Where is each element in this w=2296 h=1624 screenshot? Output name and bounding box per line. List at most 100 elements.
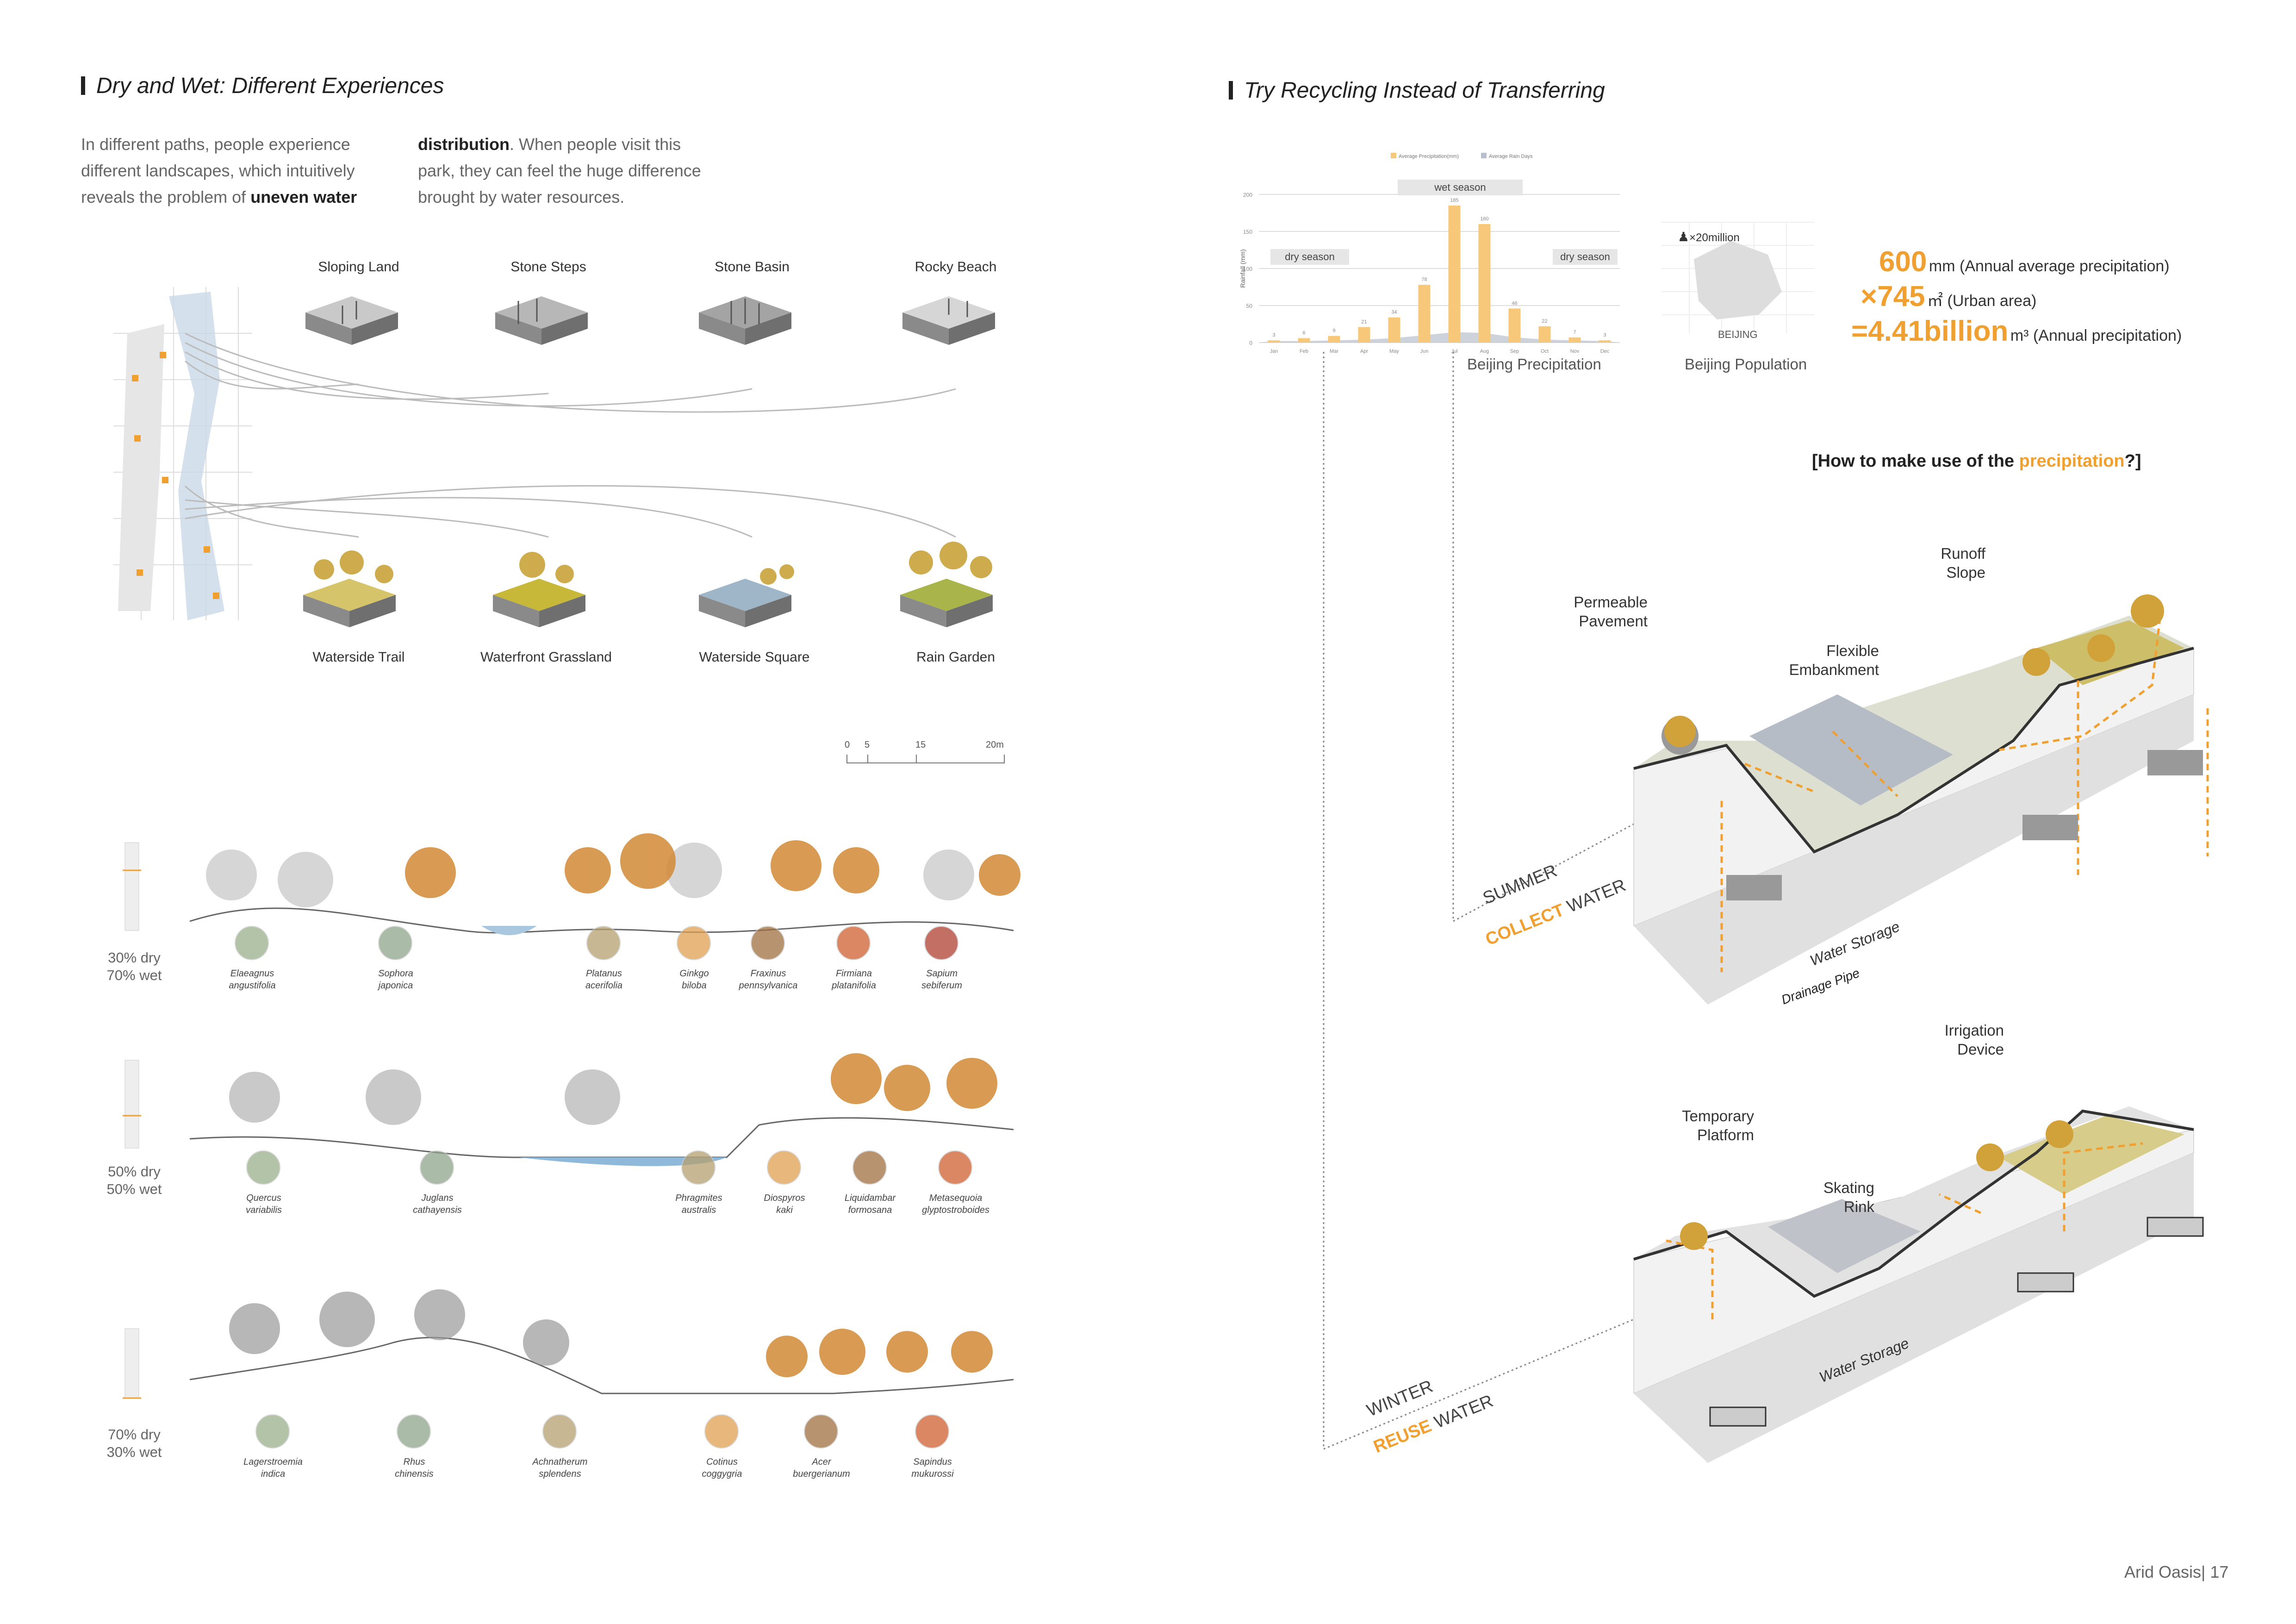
precip-bar <box>1448 206 1461 343</box>
path-connector-lines <box>184 332 956 538</box>
legend-label: Average Rain Days <box>1489 154 1533 159</box>
population-caption: Beijing Population <box>1685 356 1807 373</box>
species-icon <box>681 1150 716 1185</box>
precip-bar <box>1478 224 1491 343</box>
bar-value-label: 7 <box>1573 330 1576 335</box>
section-key-3 <box>123 1328 141 1399</box>
intro-column-1: In different paths, people experience di… <box>81 135 357 206</box>
legend-swatch-days <box>1481 153 1487 158</box>
species-icon <box>804 1414 838 1449</box>
landscape-type-thumbnails <box>303 296 995 627</box>
title-marker <box>1229 81 1233 100</box>
x-tick-label: Jun <box>1420 349 1429 354</box>
season-box <box>1553 249 1618 265</box>
stat-area: ×745 ㎡ (Urban area) <box>1860 281 2037 312</box>
wet-type-waterside-trail: Waterside Trail <box>312 650 405 665</box>
section-2-elevation <box>189 1053 1014 1166</box>
dry-type-rocky-beach: Rocky Beach <box>915 259 997 275</box>
scale-5: 5 <box>865 740 870 750</box>
y-tick-label: 150 <box>1243 229 1252 235</box>
left-title: Dry and Wet: Different Experiences <box>81 73 444 99</box>
scale-20m: 20m <box>986 740 1004 750</box>
chart-caption: Beijing Precipitation <box>1467 356 1601 373</box>
species-icon <box>836 926 871 960</box>
bar-value-label: 185 <box>1450 198 1458 203</box>
stat-precipitation: 600 mm (Annual average precipitation) <box>1879 246 2170 278</box>
season-annotation: wet season <box>1434 181 1486 193</box>
wet-type-waterfront-grassland: Waterfront Grassland <box>480 650 612 665</box>
person-icon: ♟ <box>1678 230 1690 244</box>
population-multiplier: ♟×20million <box>1678 230 1740 244</box>
site-plan-map <box>113 287 252 620</box>
y-tick-label: 50 <box>1246 303 1253 309</box>
x-tick-label: Sep <box>1510 349 1519 354</box>
species-icon <box>677 926 711 960</box>
species-icon <box>246 1150 280 1185</box>
precip-bar <box>1568 337 1581 343</box>
season-annotation: dry season <box>1285 251 1335 262</box>
species-icon <box>542 1414 577 1449</box>
rain-days-area <box>1259 332 1620 343</box>
scale-15: 15 <box>915 740 926 750</box>
season-box <box>1270 249 1349 265</box>
bar-value-label: 160 <box>1480 216 1488 222</box>
species-icon <box>255 1414 290 1449</box>
y-tick-label: 0 <box>1249 340 1252 346</box>
species-icon <box>586 926 621 960</box>
summer-collect-diagram <box>1633 594 2209 1005</box>
species-icon <box>420 1150 454 1185</box>
bar-value-label: 21 <box>1361 319 1367 325</box>
x-tick-label: Mar <box>1330 349 1338 354</box>
beijing-map <box>1661 222 1814 333</box>
x-tick-label: May <box>1389 349 1399 354</box>
winter-reuse-diagram <box>1633 1106 2204 1463</box>
species-icon <box>704 1414 739 1449</box>
species-icon <box>235 926 269 960</box>
precip-bar <box>1388 317 1400 343</box>
precip-bar <box>1538 326 1551 343</box>
species-icon <box>915 1414 949 1449</box>
precip-bar <box>1298 338 1310 343</box>
x-tick-label: Jan <box>1270 349 1278 354</box>
species-icon <box>767 1150 801 1185</box>
x-tick-label: Apr <box>1360 349 1368 354</box>
section-1-elevation <box>189 833 1020 935</box>
section-key-2 <box>123 1060 141 1149</box>
question-heading: [How to make use of the precipitation?] <box>1812 451 2141 471</box>
y-tick-label: 200 <box>1243 192 1252 198</box>
precip-bar <box>1328 336 1340 343</box>
precip-bar <box>1268 340 1280 343</box>
dry-type-sloping-land: Sloping Land <box>318 259 399 275</box>
bar-value-label: 9 <box>1332 328 1335 334</box>
species-icon <box>852 1150 887 1185</box>
precip-bar <box>1418 285 1431 343</box>
x-tick-label: Aug <box>1480 349 1489 354</box>
species-icon <box>751 926 785 960</box>
bar-value-label: 6 <box>1302 330 1305 336</box>
title-marker <box>81 76 85 95</box>
bar-value-label: 34 <box>1391 310 1397 315</box>
precip-bar <box>1358 327 1370 343</box>
